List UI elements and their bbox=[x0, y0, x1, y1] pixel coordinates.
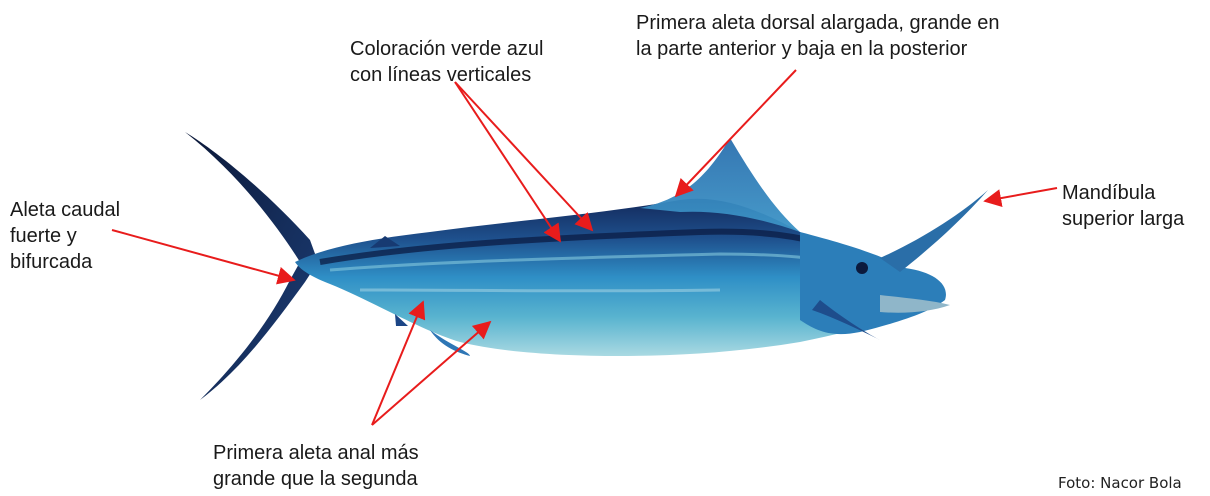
lower-jaw bbox=[880, 295, 950, 313]
arrow-caudal bbox=[111, 229, 296, 285]
label-aleta-dorsal: Primera aleta dorsal alargada, grande en… bbox=[636, 12, 1000, 60]
label-aleta-caudal: Aleta caudal fuerte y bifurcada bbox=[10, 199, 121, 273]
annotation-arrows bbox=[111, 69, 1058, 426]
upper-jaw-bill bbox=[880, 190, 988, 272]
marlin-body bbox=[295, 198, 930, 356]
eye bbox=[856, 262, 868, 274]
caudal-fin bbox=[185, 132, 318, 400]
second-dorsal-fin bbox=[370, 236, 400, 248]
photo-credit: Foto: Nacor Bola bbox=[1058, 474, 1182, 492]
label-aleta-anal: Primera aleta anal más grande que la seg… bbox=[213, 442, 419, 490]
label-coloracion: Coloración verde azul con líneas vertica… bbox=[350, 38, 544, 86]
body-stripe-3 bbox=[359, 288, 721, 293]
second-anal-fin bbox=[395, 314, 408, 326]
arrow-coloracion-2 bbox=[454, 81, 594, 232]
body-stripe-1 bbox=[319, 228, 841, 265]
arrow-mandibula bbox=[983, 187, 1058, 207]
pectoral-fin bbox=[812, 300, 880, 340]
arrow-anal-2 bbox=[371, 320, 492, 426]
label-mandibula: Mandíbula superior larga bbox=[1062, 182, 1185, 230]
arrow-anal-1 bbox=[371, 300, 426, 426]
dorsal-fin bbox=[640, 138, 800, 232]
arrow-coloracion-1 bbox=[454, 81, 561, 243]
arrow-dorsal bbox=[674, 69, 797, 198]
